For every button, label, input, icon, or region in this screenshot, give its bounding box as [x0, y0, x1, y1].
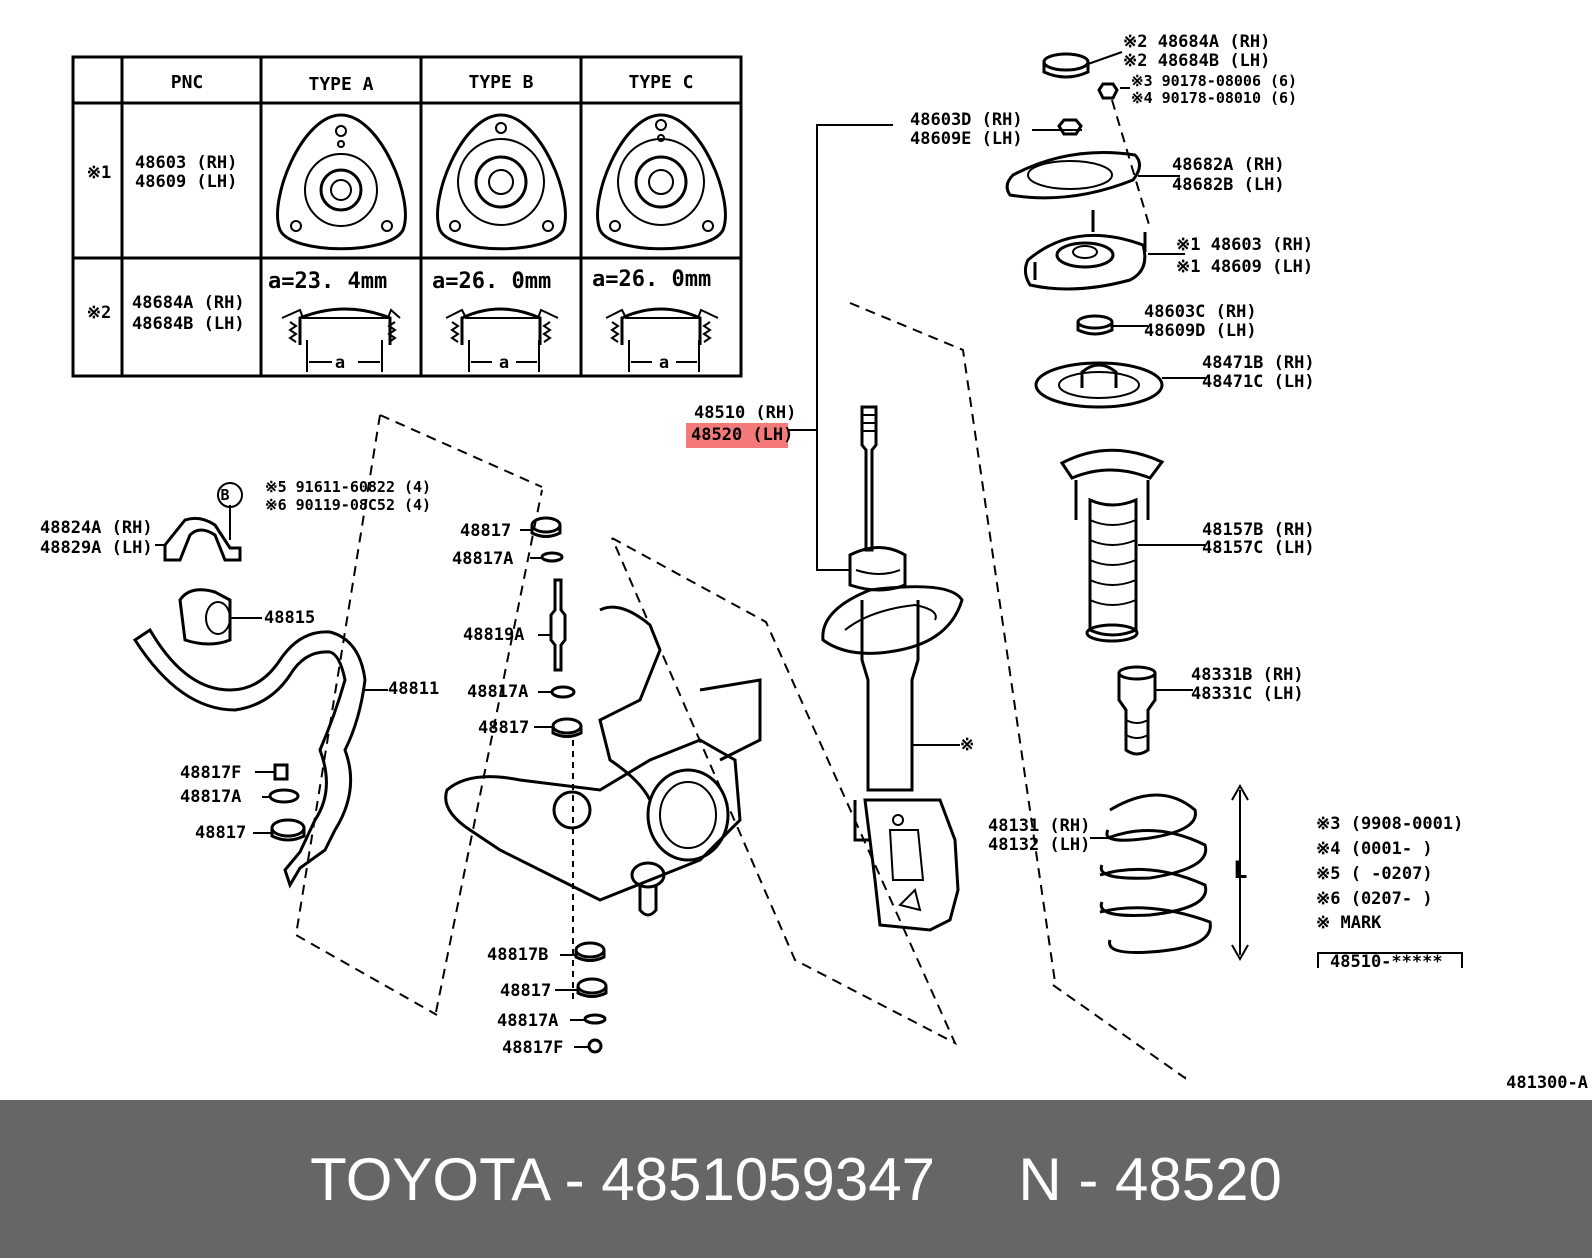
- strut-assembly-drawing: [785, 124, 964, 932]
- bearing-drawing: [1076, 314, 1148, 336]
- spring-length-dim: [1231, 783, 1249, 962]
- type-table: PNC TYPE A TYPE B TYPE C ※1 48603 (RH) 4…: [71, 55, 743, 378]
- label-bushing: 48815: [264, 608, 315, 628]
- label-r-48817: 48817: [460, 521, 511, 541]
- label-cap-rh: ※2 48684A (RH): [1123, 32, 1270, 52]
- label-bkt-5: ※5 91611-60822 (4): [265, 478, 431, 496]
- note-5: ※5 ( -0207): [1316, 864, 1433, 884]
- row1-mark: ※1: [87, 163, 111, 183]
- label-seat-rh: 48471B (RH): [1202, 353, 1315, 373]
- parts-diagram: PNC TYPE A TYPE B TYPE C ※1 48603 (RH) 4…: [40, 32, 1588, 1093]
- label-plate-lh: 48682B (LH): [1172, 175, 1285, 195]
- row1-pnc-rh: 48603 (RH): [135, 153, 237, 173]
- strut-mark: ※: [960, 735, 974, 755]
- label-mount-rh: ※1 48603 (RH): [1176, 235, 1313, 255]
- stabilizer-dash-outline: [294, 414, 543, 1016]
- note-3: ※3 (9908-0001): [1316, 814, 1463, 834]
- header-type-a: TYPE A: [308, 74, 373, 95]
- label-strut-lh: 48520 (LH): [691, 425, 793, 445]
- label-l-48817: 48817: [195, 823, 246, 843]
- label-mount-lh: ※1 48609 (LH): [1176, 257, 1313, 277]
- strut-lh-highlight: [686, 423, 788, 448]
- label-stabilizer: 48811: [388, 679, 439, 699]
- row2-pnc-rh: 48684A (RH): [132, 293, 245, 313]
- cap-type-c-drawing: a: [605, 307, 719, 373]
- label-bracket-lh: 48829A (LH): [40, 538, 153, 558]
- label-spring-length: L: [1233, 856, 1247, 884]
- top-nut-drawing: [1032, 118, 1083, 136]
- mark-box-text: 48510-*****: [1330, 952, 1443, 972]
- stabilizer-drawing: [132, 482, 388, 889]
- label-r-48817a: 48817A: [452, 549, 513, 569]
- nut-drawing: [1097, 82, 1151, 229]
- label-spring-lh: 48132 (LH): [988, 835, 1090, 855]
- note-6: ※6 (0207- ): [1316, 889, 1433, 909]
- label-spring-rh: 48131 (RH): [988, 816, 1090, 836]
- knuckle-lower-arm-drawing: [444, 605, 762, 1000]
- label-r-48817a2: 48817A: [467, 682, 528, 702]
- row2-mark: ※2: [87, 303, 111, 323]
- dim-letter-a3: a: [659, 353, 669, 373]
- right-dash-outline: [849, 302, 1187, 1080]
- dust-cap-drawing: [1042, 51, 1123, 79]
- labels: ※2 48684A (RH) ※2 48684B (LH) ※3 90178-0…: [40, 32, 1588, 1093]
- support-mount-drawing: [1023, 210, 1185, 291]
- coil-spring-drawing: [1090, 793, 1212, 954]
- link-parts-drawing: [520, 516, 608, 1054]
- label-bearing-rh: 48603C (RH): [1144, 302, 1257, 322]
- label-b-48817f: 48817F: [502, 1038, 563, 1058]
- cap-type-b-drawing: a: [445, 307, 559, 373]
- bump-stopper-drawing: [1117, 665, 1193, 756]
- cap-type-a-drawing: a: [281, 307, 401, 373]
- label-bump-rh: 48331B (RH): [1191, 665, 1304, 685]
- label-bump-lh: 48331C (LH): [1191, 684, 1304, 704]
- label-seat-lh: 48471C (LH): [1202, 372, 1315, 392]
- label-bkt-b: B: [220, 486, 229, 504]
- label-bkt-6: ※6 90119-08C52 (4): [265, 496, 431, 514]
- boot-drawing: [1059, 448, 1205, 643]
- label-boot-lh: 48157C (LH): [1202, 538, 1315, 558]
- strut-top-parts: [1005, 51, 1249, 962]
- label-b-48817b: 48817B: [487, 945, 548, 965]
- label-r-48817b: 48817: [478, 718, 529, 738]
- header-pnc: PNC: [171, 72, 204, 93]
- note-4: ※4 (0001- ): [1316, 839, 1433, 859]
- dim-letter-a2: a: [499, 353, 509, 373]
- diagram-code: 481300-A: [1506, 1073, 1588, 1093]
- upper-plate-drawing: [1005, 151, 1180, 200]
- label-b-48817a: 48817A: [497, 1011, 558, 1031]
- label-l-48817a: 48817A: [180, 787, 241, 807]
- label-nut-rh: 48603D (RH): [910, 110, 1023, 130]
- footer-bar: TOYOTA - 4851059347 N - 48520: [0, 1100, 1592, 1258]
- label-bracket-rh: 48824A (RH): [40, 518, 153, 538]
- mount-type-c-drawing: [596, 113, 727, 251]
- mount-type-b-drawing: [436, 113, 567, 251]
- row1-pnc-lh: 48609 (LH): [135, 172, 237, 192]
- knuckle-dash-outline: [611, 537, 958, 1046]
- label-bearing-lh: 48609D (LH): [1144, 321, 1257, 341]
- row2-pnc-lh: 48684B (LH): [132, 314, 245, 334]
- label-plate-rh: 48682A (RH): [1172, 155, 1285, 175]
- dim-type-c: a=26. 0mm: [592, 267, 711, 292]
- spring-seat-drawing: [1034, 361, 1206, 409]
- label-l-48817f: 48817F: [180, 763, 241, 783]
- dim-letter-a1: a: [335, 353, 345, 373]
- footer-title: TOYOTA - 4851059347 N - 48520: [310, 1145, 1282, 1213]
- label-nut-lh: 48609E (LH): [910, 129, 1023, 149]
- mount-type-a-drawing: [276, 113, 407, 251]
- label-b-48817: 48817: [500, 981, 551, 1001]
- dim-type-a: a=23. 4mm: [268, 269, 387, 294]
- label-nut-4: ※4 90178-08010 (6): [1131, 89, 1297, 107]
- label-r-48819a: 48819A: [463, 625, 524, 645]
- note-mark: ※ MARK: [1316, 913, 1382, 933]
- dim-type-b: a=26. 0mm: [432, 269, 551, 294]
- header-type-c: TYPE C: [628, 72, 693, 93]
- label-strut-rh: 48510 (RH): [694, 403, 796, 423]
- header-type-b: TYPE B: [468, 72, 533, 93]
- label-cap-lh: ※2 48684B (LH): [1123, 51, 1270, 71]
- label-nut-3: ※3 90178-08006 (6): [1131, 72, 1297, 90]
- label-boot-rh: 48157B (RH): [1202, 520, 1315, 540]
